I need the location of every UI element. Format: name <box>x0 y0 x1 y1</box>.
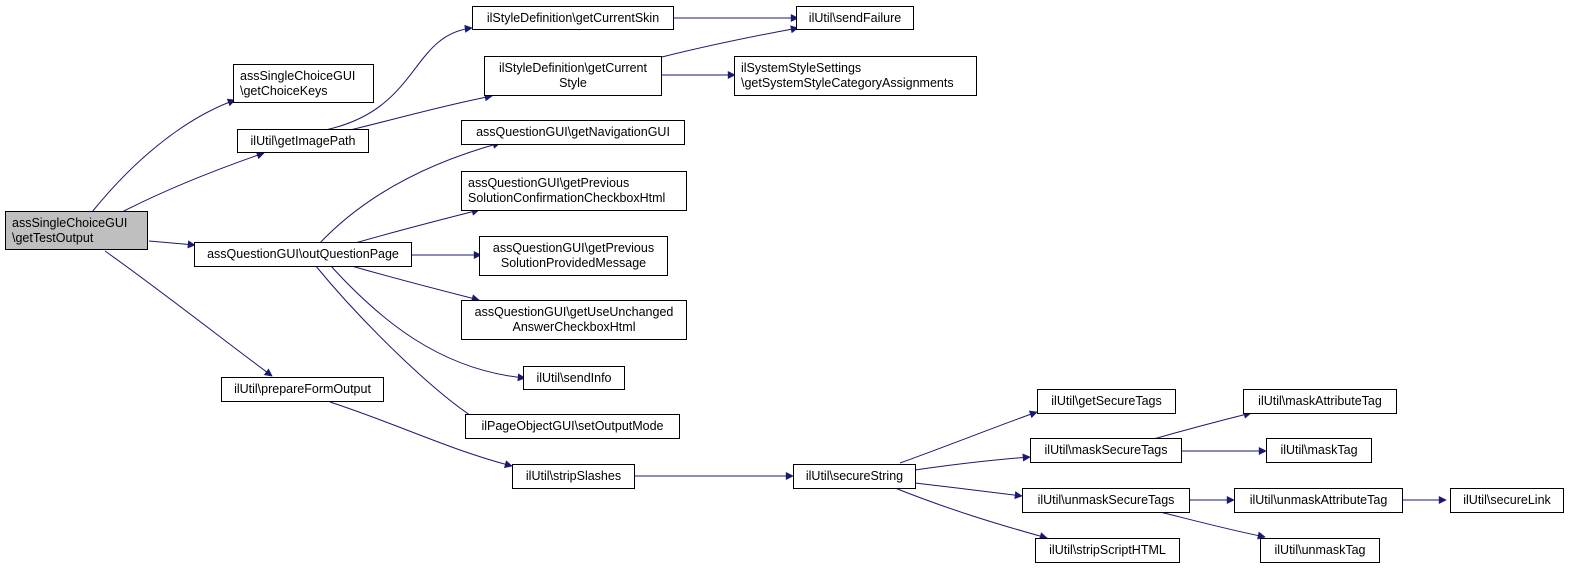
node-label: ilUtil\maskSecureTags <box>1044 443 1168 457</box>
node-stripSlashes[interactable]: ilUtil\stripSlashes <box>512 464 635 489</box>
edge-secureString-maskSecureTags <box>914 453 1031 471</box>
node-getNavigationGUI[interactable]: assQuestionGUI\getNavigationGUI <box>461 120 685 145</box>
edge-root-getChoiceKeys <box>91 98 236 213</box>
node-label: ilUtil\getImagePath <box>250 133 356 148</box>
node-getCurrentStyle[interactable]: ilStyleDefinition\getCurrent Style <box>484 56 662 96</box>
edge-outQuestionPage-getPrevConfirm <box>347 207 480 246</box>
node-label-line2: SolutionProvidedMessage <box>500 256 647 270</box>
node-maskTag[interactable]: ilUtil\maskTag <box>1266 438 1372 463</box>
node-label-line1: assQuestionGUI\getPrevious <box>468 176 630 190</box>
node-label: ilUtil\prepareFormOutput <box>234 382 371 396</box>
edge-secureString-stripScriptHTML <box>894 487 1048 540</box>
node-getPreviousSolutionProvidedMessage[interactable]: assQuestionGUI\getPrevious SolutionProvi… <box>479 236 668 276</box>
edge-root-getImagePath <box>121 151 265 213</box>
node-label-line2: SolutionConfirmationCheckboxHtml <box>468 191 666 205</box>
node-maskAttributeTag[interactable]: ilUtil\maskAttributeTag <box>1243 389 1397 414</box>
node-label: ilPageObjectGUI\setOutputMode <box>481 419 664 433</box>
node-label-line2: \getSystemStyleCategoryAssignments <box>741 76 954 90</box>
node-sendInfo[interactable]: ilUtil\sendInfo <box>523 366 625 390</box>
edge-getCurrentStyle-sendFailure <box>661 25 799 58</box>
node-getImagePath[interactable]: ilUtil\getImagePath <box>237 129 369 153</box>
edge-getImagePath-getCurrentStyle <box>349 93 493 131</box>
node-label: ilUtil\unmaskAttributeTag <box>1249 493 1388 507</box>
node-label: ilUtil\sendFailure <box>808 10 902 25</box>
node-label: ilUtil\maskAttributeTag <box>1258 394 1382 408</box>
node-label: ilStyleDefinition\getCurrentSkin <box>486 10 660 25</box>
node-getSystemStyleCategoryAssignments[interactable]: ilSystemStyleSettings \getSystemStyleCat… <box>734 56 977 96</box>
node-label: assQuestionGUI\getNavigationGUI <box>476 125 670 139</box>
node-getCurrentSkin[interactable]: ilStyleDefinition\getCurrentSkin <box>472 6 674 30</box>
edge-maskSecureTags-maskAttributeTag <box>1149 410 1252 441</box>
node-label-line1: ilStyleDefinition\getCurrent <box>499 61 647 75</box>
edge-outQuestionPage-getNavigationGUI <box>317 141 501 246</box>
node-label-line2: \getTestOutput <box>12 230 94 245</box>
node-label: ilUtil\maskTag <box>1280 443 1358 457</box>
node-label: ilUtil\secureString <box>805 469 904 483</box>
node-label: ilUtil\stripScriptHTML <box>1049 543 1166 557</box>
node-label-line1: assSingleChoiceGUI <box>12 215 128 230</box>
node-unmaskSecureTags[interactable]: ilUtil\unmaskSecureTags <box>1022 488 1190 513</box>
node-unmaskAttributeTag[interactable]: ilUtil\unmaskAttributeTag <box>1234 488 1403 513</box>
node-label: ilUtil\secureLink <box>1463 493 1551 507</box>
node-label-line1: assQuestionGUI\getPrevious <box>492 241 655 255</box>
edge-secureString-getSecureTags <box>899 410 1038 464</box>
node-unmaskTag[interactable]: ilUtil\unmaskTag <box>1260 538 1380 563</box>
node-label-line1: assQuestionGUI\getUseUnchanged <box>474 305 674 319</box>
node-label-line2: \getChoiceKeys <box>240 83 328 98</box>
node-getChoiceKeys[interactable]: assSingleChoiceGUI \getChoiceKeys <box>233 64 374 103</box>
node-getPreviousSolutionConfirmationCheckboxHtml[interactable]: assQuestionGUI\getPrevious SolutionConfi… <box>461 171 687 211</box>
node-sendFailure[interactable]: ilUtil\sendFailure <box>796 6 914 30</box>
node-label-line1: ilSystemStyleSettings <box>741 61 862 75</box>
node-secureLink[interactable]: ilUtil\secureLink <box>1450 488 1564 513</box>
node-label-line1: assSingleChoiceGUI <box>240 68 356 83</box>
edge-root-outQuestionPage <box>148 240 196 249</box>
edge-outQuestionPage-sendInfo <box>329 264 526 382</box>
node-getSecureTags[interactable]: ilUtil\getSecureTags <box>1037 389 1176 414</box>
node-label: ilUtil\getSecureTags <box>1051 394 1162 408</box>
node-label: assQuestionGUI\outQuestionPage <box>207 247 399 261</box>
node-label: ilUtil\sendInfo <box>536 370 612 385</box>
edge-secureString-unmaskSecureTags <box>914 482 1023 500</box>
node-setOutputMode[interactable]: ilPageObjectGUI\setOutputMode <box>465 414 680 439</box>
edge-prepareFormOutput-stripSlashes <box>329 401 513 469</box>
edge-outQuestionPage-setOutputMode <box>314 264 487 426</box>
node-secureString[interactable]: ilUtil\secureString <box>793 464 916 489</box>
edge-getImagePath-getCurrentSkin <box>324 24 473 131</box>
edge-outQuestionPage-getUseUnchanged <box>347 264 480 303</box>
node-stripScriptHTML[interactable]: ilUtil\stripScriptHTML <box>1035 538 1180 563</box>
node-label: ilUtil\stripSlashes <box>525 469 622 483</box>
node-label-line2: AnswerCheckboxHtml <box>512 320 636 334</box>
node-root-getTestOutput: assSingleChoiceGUI \getTestOutput <box>5 211 148 250</box>
node-label: ilUtil\unmaskTag <box>1274 543 1366 557</box>
node-label-line2: Style <box>559 76 587 90</box>
edge-unmaskSecureTags-unmaskTag <box>1159 511 1266 540</box>
node-label: ilUtil\unmaskSecureTags <box>1037 493 1175 507</box>
node-outQuestionPage[interactable]: assQuestionGUI\outQuestionPage <box>194 242 412 267</box>
node-prepareFormOutput[interactable]: ilUtil\prepareFormOutput <box>221 377 384 402</box>
node-getUseUnchangedAnswerCheckboxHtml[interactable]: assQuestionGUI\getUseUnchanged AnswerChe… <box>461 300 687 340</box>
edge-root-prepareFormOutput <box>104 250 273 377</box>
node-maskSecureTags[interactable]: ilUtil\maskSecureTags <box>1030 438 1182 463</box>
